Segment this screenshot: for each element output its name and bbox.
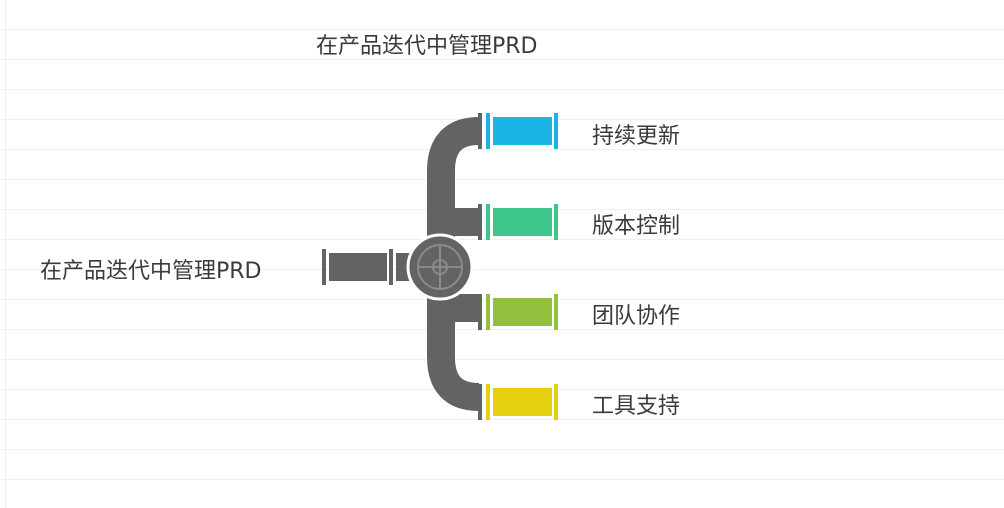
connector-pipe-2 (441, 208, 479, 236)
branch-label-4: 工具支持 (592, 394, 681, 419)
branch-outlet-4 (478, 384, 558, 420)
branch-label-3: 团队协作 (592, 304, 681, 329)
branch-outlet-2 (478, 204, 558, 240)
diagram-title: 在产品迭代中管理PRD (316, 34, 538, 59)
valve-hub (406, 233, 474, 301)
source-label: 在产品迭代中管理PRD (40, 259, 262, 284)
branch-outlet-1 (478, 113, 558, 149)
branch-label-1: 持续更新 (592, 124, 681, 149)
branch-label-2: 版本控制 (592, 214, 681, 239)
branch-outlet-3 (478, 294, 558, 330)
left-rule (5, 0, 6, 508)
input-pipe (322, 249, 414, 285)
